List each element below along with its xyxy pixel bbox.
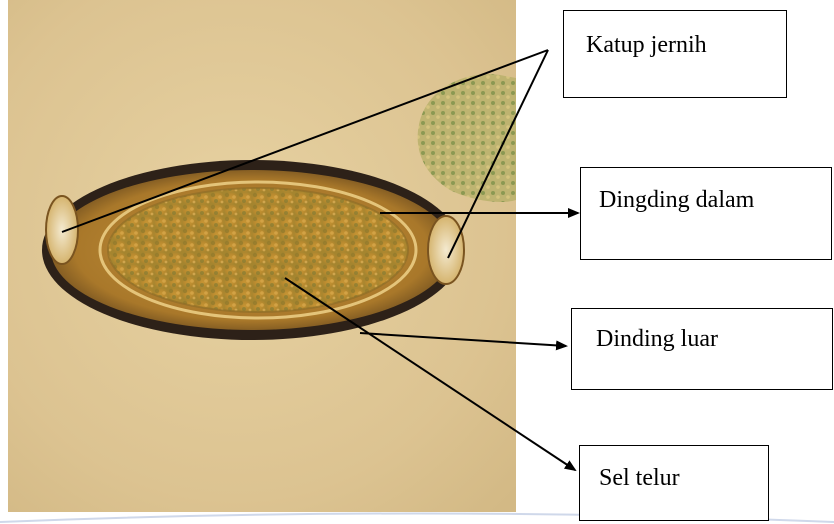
left-polar-plug [46,196,78,264]
label-sel-telur: Sel telur [599,466,680,490]
right-polar-plug [428,216,464,284]
label-katup-jernih: Katup jernih [586,33,707,57]
label-box-katup-jernih: Katup jernih [563,10,787,98]
label-box-dingding-dalam: Dingding dalam [580,167,832,260]
label-box-dinding-luar: Dinding luar [571,308,833,390]
label-dinding-luar: Dinding luar [596,327,718,351]
label-dingding-dalam: Dingding dalam [599,188,754,212]
label-box-sel-telur: Sel telur [579,445,769,521]
